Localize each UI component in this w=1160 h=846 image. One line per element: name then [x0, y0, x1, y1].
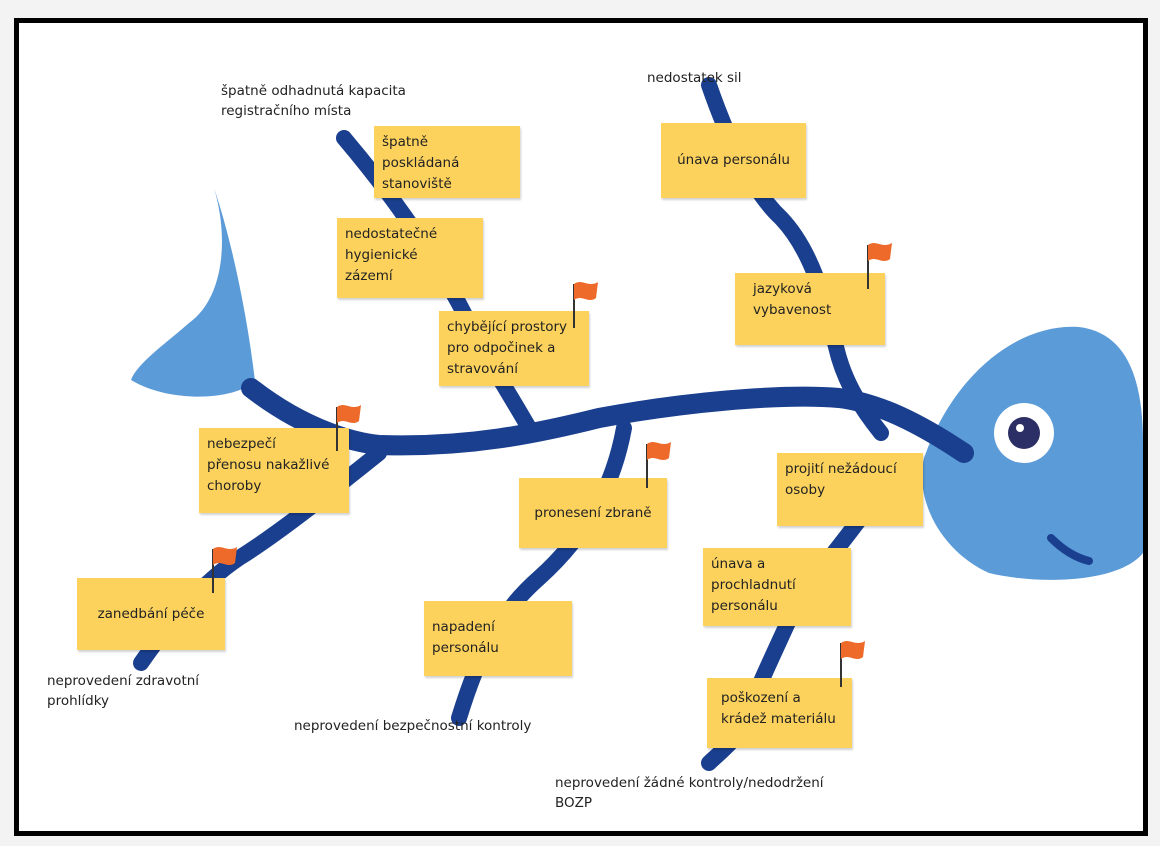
flag-icon — [646, 442, 671, 488]
label-neprovedeni-zdravotni: neprovedení zdravotní prohlídky — [47, 673, 200, 709]
note-jazykova-vybavenost: jazyková vybavenost — [735, 273, 885, 345]
fish-tail — [131, 188, 255, 397]
note-poskozeni-kradez: poškození a krádež materiálu — [707, 678, 852, 748]
note-zanedbani-pece: zanedbání péče — [77, 578, 225, 650]
note-chybejici-prostory: chybějící prostory pro odpočinek a strav… — [439, 311, 589, 386]
note-text: únava personálu — [677, 152, 790, 168]
note-pronaseni-zbrane: pronesení zbraně — [519, 478, 667, 548]
label-nedostatek-sil: nedostatek sil — [647, 70, 742, 86]
flag-icon — [573, 282, 598, 328]
note-text: napadení personálu — [432, 619, 499, 656]
flag-icon — [336, 405, 361, 451]
note-text: chybějící prostory pro odpočinek a strav… — [447, 319, 568, 377]
label-neprovedeni-bezpecnostni: neprovedení bezpečnostní kontroly — [294, 718, 532, 734]
flag-icon — [840, 641, 865, 687]
fish-eye-shine — [1016, 424, 1024, 432]
note-text: nedostatečné hygienické zázemí — [345, 226, 438, 284]
note-text: špatně poskládaná stanoviště — [382, 134, 460, 192]
note-projiti-nezadouci: projití nežádoucí osoby — [777, 453, 923, 526]
note-spatne-poskladana: špatně poskládaná stanoviště — [374, 126, 520, 198]
label-spatne-odhadnuta: špatně odhadnutá kapacita registračního … — [221, 83, 406, 119]
note-text: pronesení zbraně — [534, 504, 652, 521]
note-text: nebezpečí přenosu nakažlivé choroby — [207, 436, 330, 494]
note-napadeni-personalu: napadení personálu — [424, 601, 572, 676]
note-nedostatecne-hygienicke: nedostatečné hygienické zázemí — [337, 218, 483, 298]
note-unava-prochladnuti: únava a prochladnutí personálu — [703, 548, 851, 626]
note-unava-personalu: únava personálu — [661, 123, 806, 198]
flag-icon — [212, 547, 237, 593]
flag-icon — [867, 243, 892, 289]
fish-eye-iris — [1008, 417, 1040, 449]
label-neprovedeni-zadne: neprovedení žádné kontroly/nedodržení BO… — [555, 775, 824, 811]
note-text: zanedbání péče — [97, 605, 205, 622]
note-text: únava a prochladnutí personálu — [711, 556, 796, 614]
note-nebezpeci-prenosu: nebezpečí přenosu nakažlivé choroby — [199, 428, 349, 513]
note-text: poškození a krádež materiálu — [721, 690, 836, 727]
note-text: jazyková vybavenost — [753, 281, 832, 318]
fish-mouth — [1047, 534, 1093, 565]
diagram-frame: špatně poskládaná stanoviště nedostatečn… — [14, 18, 1148, 836]
note-text: projití nežádoucí osoby — [785, 461, 897, 498]
